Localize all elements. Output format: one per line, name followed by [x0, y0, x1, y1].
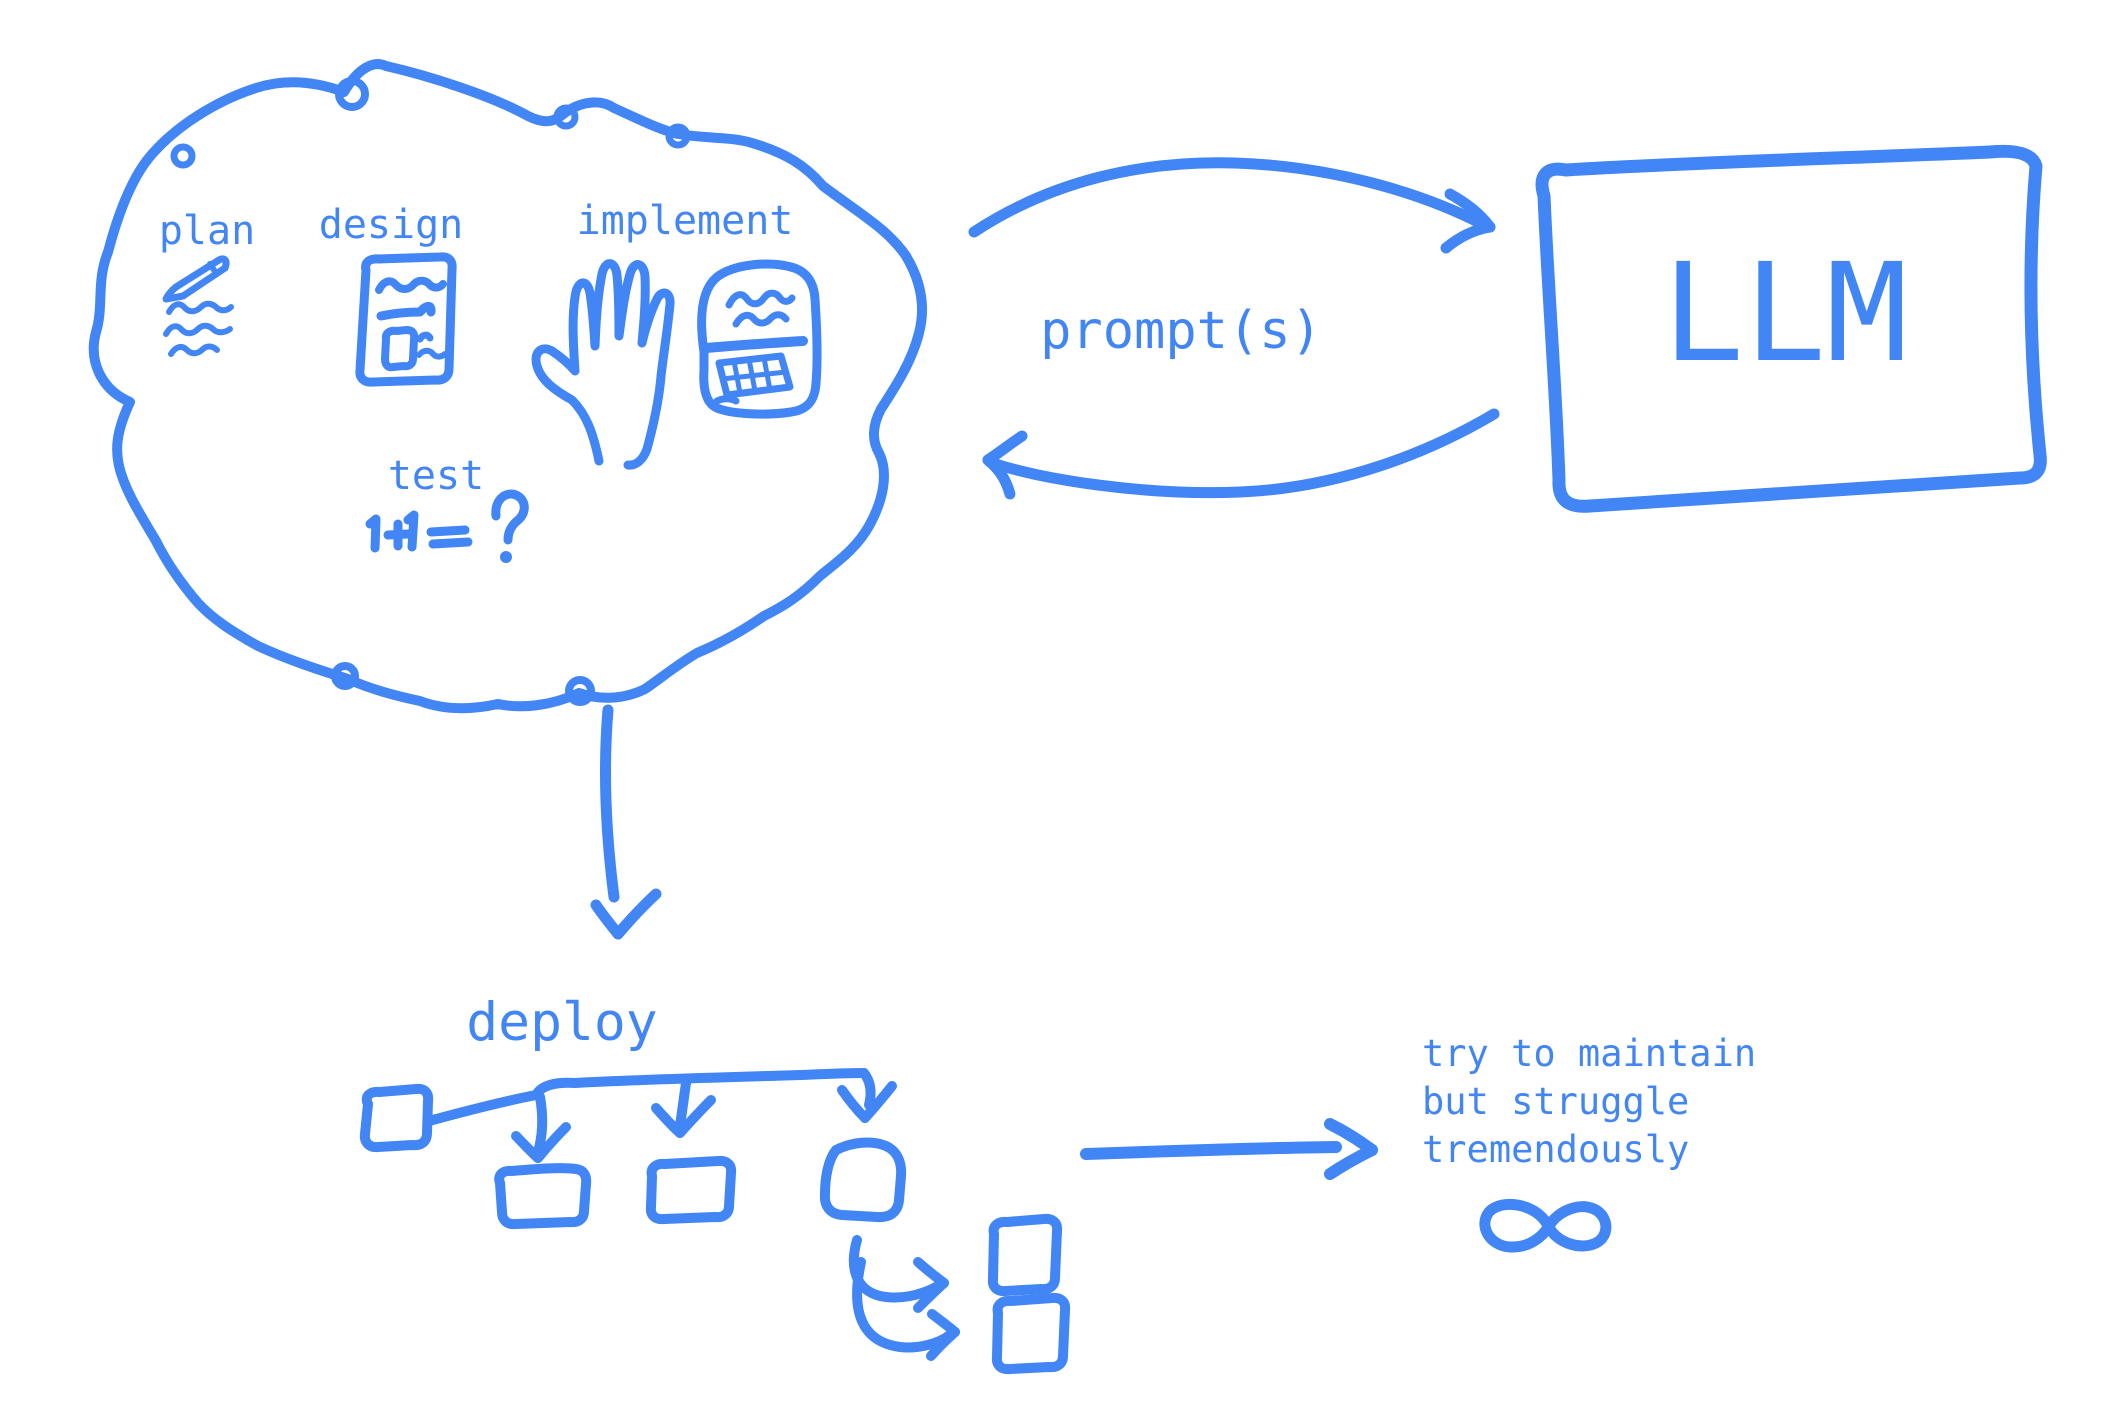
deploy-label: deploy	[466, 992, 657, 1053]
maintain-arrow	[1080, 1118, 1378, 1180]
stage-label-plan: plan	[159, 208, 255, 254]
stage-label-design: design	[319, 202, 464, 248]
fanout-arrow-2	[651, 1078, 716, 1138]
prompt-label: prompt(s)	[1040, 301, 1322, 361]
deploy-arrow	[590, 704, 662, 940]
laptop-icon	[697, 259, 822, 419]
llm-label: LLM	[1662, 235, 1908, 393]
maintain-note-line-1: try to maintain	[1422, 1032, 1756, 1075]
spawned-box-2	[991, 1292, 1071, 1375]
prompt-arrow	[968, 157, 1496, 254]
deploy-node-box-2	[645, 1155, 737, 1225]
cloud-outline	[88, 59, 928, 714]
maintain-note-line-3: tremendously	[1422, 1128, 1689, 1171]
handwritten-equation	[365, 489, 529, 563]
cloud-curl-loops	[170, 77, 691, 706]
sub-spawn-arrow-1	[848, 1235, 949, 1313]
sub-spawn-arrow-2	[852, 1257, 960, 1361]
stage-label-implement: implement	[577, 198, 794, 244]
deploy-tree	[359, 1068, 1071, 1375]
dev-cycle-cloud: plan design implement	[88, 59, 928, 714]
spawned-box-1	[987, 1213, 1063, 1297]
pencil-icon	[162, 255, 234, 357]
deploy-node-box-1	[494, 1163, 592, 1230]
stage-label-test: test	[388, 453, 484, 499]
hand-icon	[531, 259, 675, 470]
fanout-line	[533, 1068, 869, 1097]
deploy-node-box-3	[819, 1137, 907, 1223]
infinity-icon	[1479, 1198, 1612, 1253]
fanout-arrow-1	[511, 1092, 571, 1163]
maintain-note: try to maintain but struggle tremendousl…	[1422, 1032, 1756, 1253]
llm-box: LLM	[1535, 144, 2047, 513]
document-icon	[355, 252, 457, 387]
response-arrow	[982, 408, 1500, 500]
question-mark-dot	[500, 551, 512, 563]
fanout-arrow-3	[837, 1068, 897, 1123]
maintain-note-line-2: but struggle	[1422, 1080, 1689, 1123]
deploy-source-box	[359, 1083, 434, 1153]
